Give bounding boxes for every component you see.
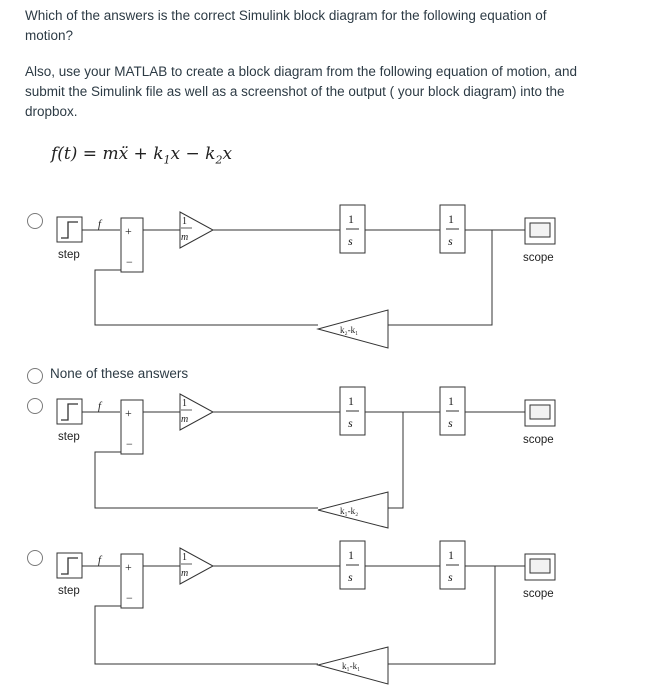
option-none-of-these: None of these answers <box>50 366 189 381</box>
equation-of-motion: f(t) = mẍ + k1x − k2x <box>51 144 233 167</box>
integrator-2-numerator: 1 <box>448 394 454 408</box>
sum-plus-sign: + <box>125 560 132 574</box>
sum-plus-sign: + <box>125 406 132 420</box>
radio-option-a[interactable] <box>27 213 43 229</box>
sum-plus-sign: + <box>125 224 132 238</box>
feedback-gain-block <box>316 646 389 685</box>
sum-block <box>120 217 144 273</box>
question-text-2: Also, use your MATLAB to create a block … <box>25 64 578 119</box>
integrator-block-1 <box>339 204 366 254</box>
feedback-gain-label: k₁-k₁ <box>342 661 360 671</box>
sum-minus-sign: − <box>126 591 133 605</box>
sum-minus-sign: − <box>126 437 133 451</box>
integrator-2-denominator: s <box>448 234 453 248</box>
scope-label: scope <box>523 588 554 600</box>
integrator-1-numerator: 1 <box>348 548 354 562</box>
integrator-block-2 <box>439 540 466 590</box>
feedback-gain-block <box>316 309 389 349</box>
feedback-gain-block <box>317 491 389 529</box>
gain-denominator: m <box>181 568 188 579</box>
integrator-1-denominator: s <box>348 570 353 584</box>
radio-option-b[interactable] <box>27 368 43 384</box>
f-label: f <box>98 554 103 566</box>
integrator-block-1 <box>339 540 366 590</box>
gain-denominator: m <box>181 232 188 243</box>
integrator-1-numerator: 1 <box>348 394 354 408</box>
gain-block-1-over-m <box>179 393 215 431</box>
integrator-1-denominator: s <box>348 234 353 248</box>
step-block <box>56 216 83 243</box>
scope-block <box>524 399 556 427</box>
step-label: step <box>58 585 80 597</box>
scope-block <box>524 553 556 581</box>
integrator-block-2 <box>439 386 466 436</box>
step-block <box>56 552 83 579</box>
integrator-1-denominator: s <box>348 416 353 430</box>
integrator-block-2 <box>439 204 466 254</box>
feedback-gain-label: k₂-k₁ <box>340 325 358 335</box>
gain-numerator: 1 <box>182 216 187 227</box>
integrator-1-numerator: 1 <box>348 212 354 226</box>
radio-option-d[interactable] <box>27 550 43 566</box>
gain-numerator: 1 <box>182 398 187 409</box>
gain-block-1-over-m <box>179 547 215 585</box>
gain-denominator: m <box>181 414 188 425</box>
sum-block <box>120 399 144 455</box>
f-label: f <box>98 400 103 412</box>
scope-label: scope <box>523 252 554 264</box>
step-label: step <box>58 249 80 261</box>
integrator-2-numerator: 1 <box>448 212 454 226</box>
f-label: f <box>98 218 103 230</box>
radio-option-c[interactable] <box>27 398 43 414</box>
step-label: step <box>58 431 80 443</box>
question-text-1: Which of the answers is the correct Simu… <box>25 8 547 43</box>
integrator-2-denominator: s <box>448 416 453 430</box>
feedback-gain-label: k₁-k₂ <box>340 506 358 516</box>
scope-label: scope <box>523 434 554 446</box>
integrator-block-1 <box>339 386 366 436</box>
gain-block-1-over-m <box>179 211 215 249</box>
sum-minus-sign: − <box>126 255 133 269</box>
integrator-2-numerator: 1 <box>448 548 454 562</box>
gain-numerator: 1 <box>182 552 187 563</box>
scope-block <box>524 217 556 245</box>
integrator-2-denominator: s <box>448 570 453 584</box>
sum-block <box>120 553 144 609</box>
step-block <box>56 398 83 425</box>
